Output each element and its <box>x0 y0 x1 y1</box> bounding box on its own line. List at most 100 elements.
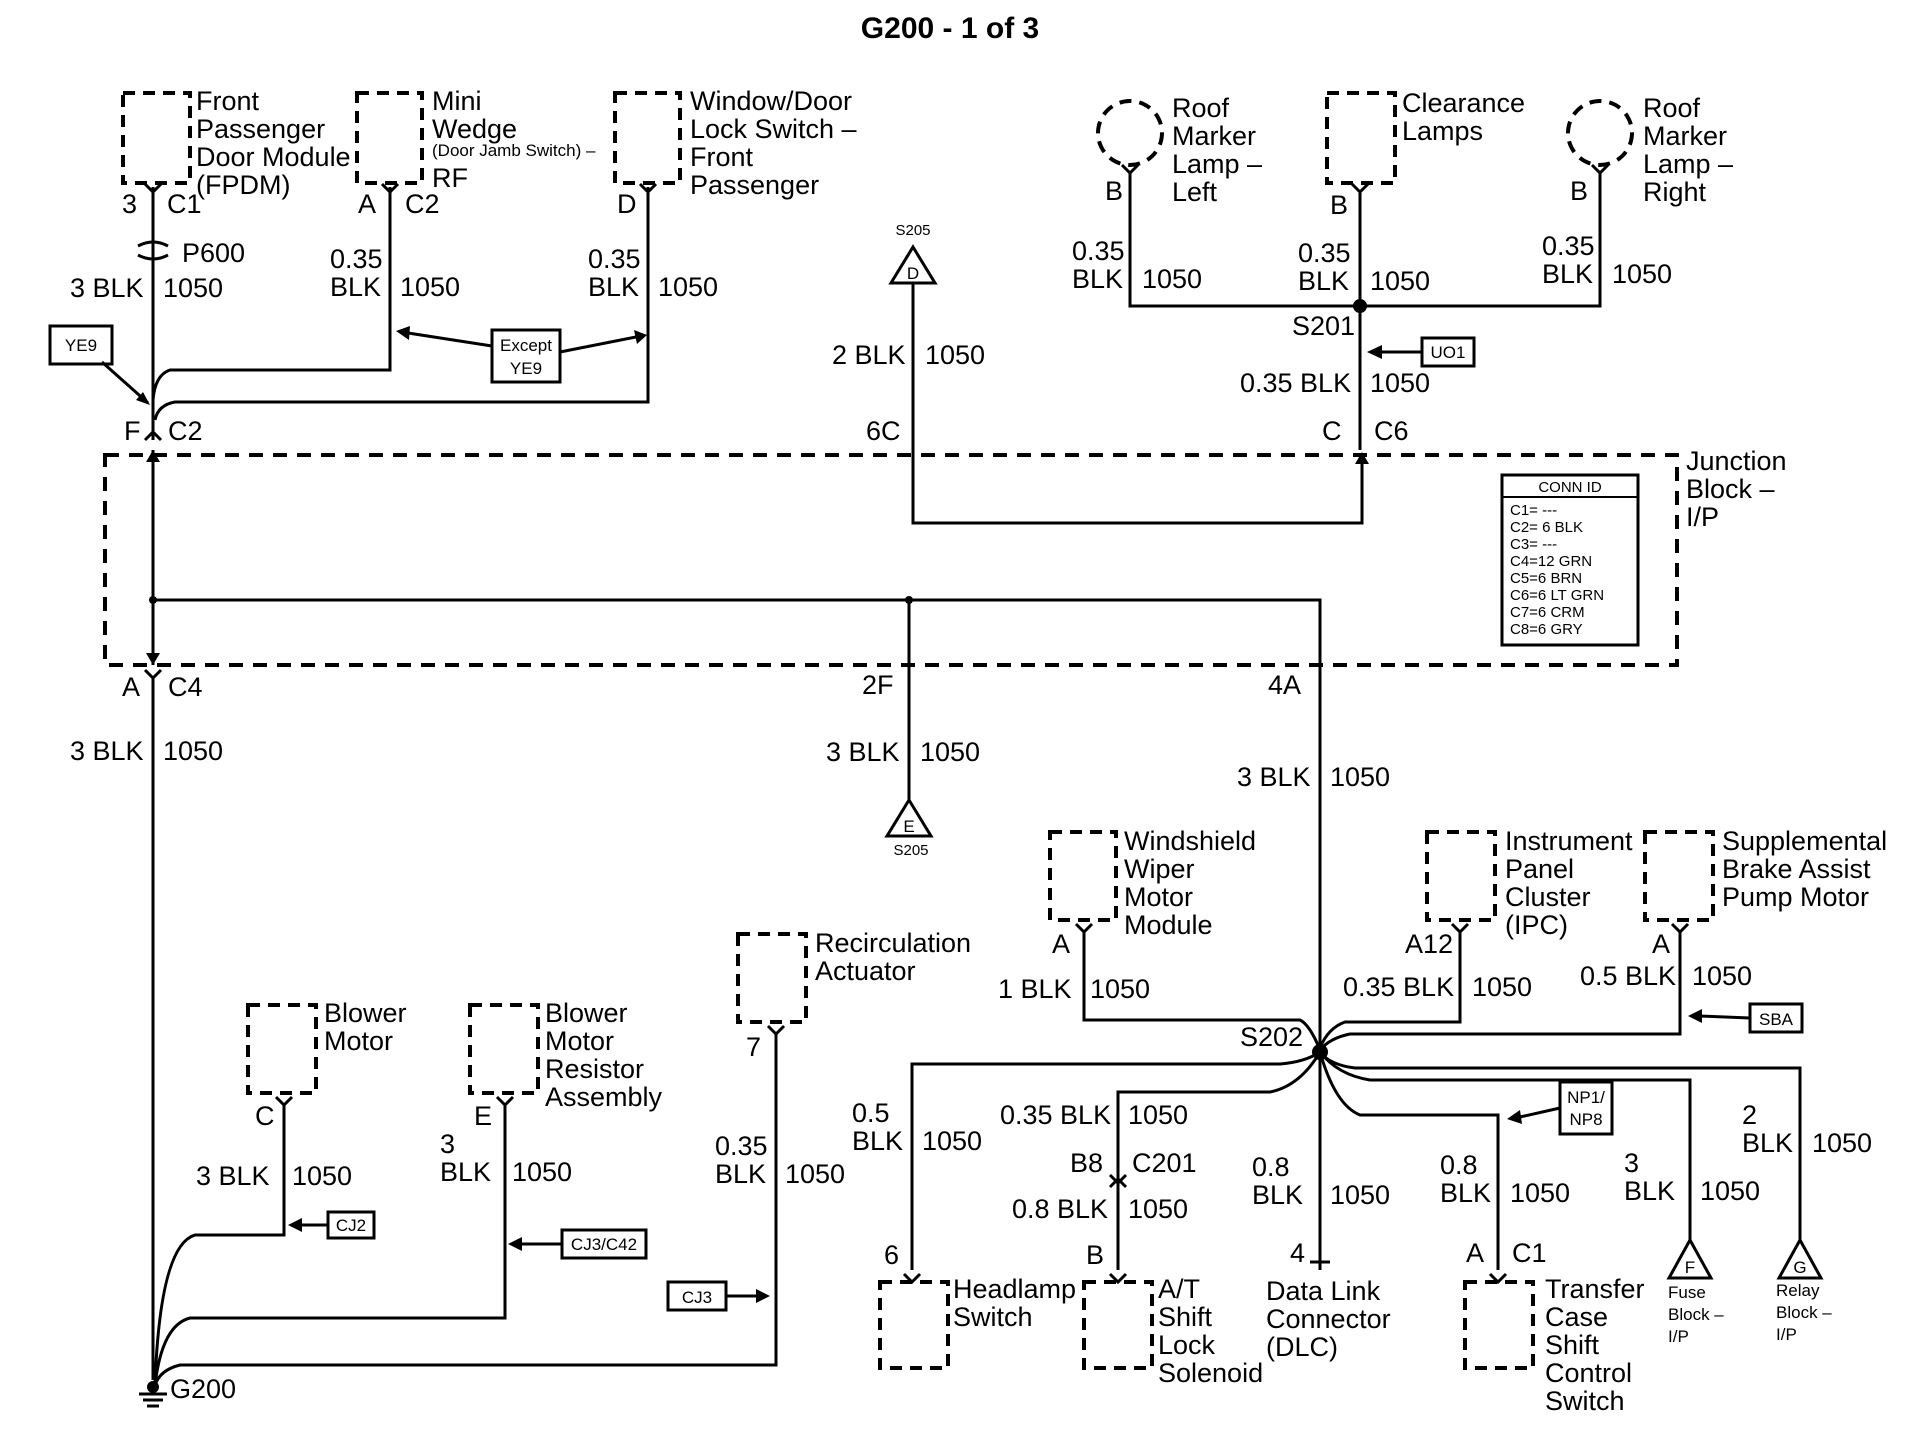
sba-option-label: SBA <box>1759 1010 1794 1029</box>
sba-label-3: Pump Motor <box>1722 882 1869 912</box>
terminal-jb-c2 <box>143 429 163 442</box>
conn-id-row-8: C8=6 GRY <box>1510 621 1583 638</box>
dlc-pin: 4 <box>1290 1238 1305 1268</box>
shift-label-1: A/T <box>1158 1274 1200 1304</box>
junction-label-1: Junction <box>1686 446 1787 476</box>
component-headlamp-switch: Headlamp Switch <box>878 1274 1076 1370</box>
terminal-c201-bottom <box>1108 1176 1128 1189</box>
roof-right-wire-gauge: 0.35 <box>1542 231 1595 261</box>
wiper-label-1: Windshield <box>1124 826 1256 856</box>
component-mini-wedge: Mini Wedge (Door Jamb Switch) – RF A C2 <box>355 86 596 219</box>
terminal-mini-wedge <box>380 182 400 195</box>
transfer-label-5: Switch <box>1545 1386 1625 1416</box>
resistor-label-3: Resistor <box>545 1054 644 1084</box>
option-except-ye9: Except YE9 <box>396 326 647 384</box>
cj3c42-label: CJ3/C42 <box>571 1235 637 1254</box>
headlamp-wire-circuit: 1050 <box>922 1126 982 1156</box>
s205-e-pin: E <box>903 817 914 836</box>
wiper-pin: A <box>1052 929 1070 959</box>
transfer-pin: A <box>1466 1238 1484 1268</box>
np-label-1: NP1/ <box>1567 1088 1605 1107</box>
shift-label-2: Shift <box>1158 1302 1213 1332</box>
roof-left-label-1: Roof <box>1172 93 1230 123</box>
transfer-label-2: Case <box>1545 1302 1608 1332</box>
recirc-wire-gauge: 0.35 <box>715 1131 768 1161</box>
fpdm-label-4: (FPDM) <box>196 170 290 200</box>
transfer-label-3: Shift <box>1545 1330 1600 1360</box>
component-wiper-module: Windshield Wiper Motor Module A <box>1048 826 1256 959</box>
shift-label-3: Lock <box>1158 1330 1216 1360</box>
conn-id-row-6: C6=6 LT GRN <box>1510 587 1604 604</box>
resistor-wire-circuit: 1050 <box>512 1157 572 1187</box>
c201-top-wire-circuit: 1050 <box>1128 1100 1188 1130</box>
shift-lock-pin: B <box>1086 1240 1104 1270</box>
jb-internal-bus <box>153 598 1322 690</box>
fuse-wire-circuit: 1050 <box>1700 1176 1760 1206</box>
component-relay-block: G Relay Block – I/P <box>1776 1236 1832 1344</box>
recirc-label-1: Recirculation <box>815 928 971 958</box>
wedge-wire-gauge: 0.35 <box>330 244 383 274</box>
wiper-label-4: Module <box>1124 910 1213 940</box>
sba-label-1: Supplemental <box>1722 826 1887 856</box>
component-roof-marker-left: Roof Marker Lamp – Left B <box>1096 93 1262 207</box>
recirc-pin: 7 <box>746 1032 761 1062</box>
component-roof-marker-right: Roof Marker Lamp – Right B <box>1566 93 1733 207</box>
s205-d-pin: D <box>907 264 919 283</box>
clearance-label-1: Clearance <box>1402 88 1525 118</box>
conn-id-row-1: C1= --- <box>1510 502 1557 519</box>
splice-s205-e: E S205 <box>884 797 934 859</box>
wire-lock-switch <box>153 187 650 421</box>
component-dlc: Data Link Connector (DLC) <box>1266 1276 1391 1362</box>
dlc-label-1: Data Link <box>1266 1276 1381 1306</box>
jb-arrow-c4 <box>146 653 160 665</box>
jb-connector-c2: C2 <box>168 416 203 446</box>
relay-label-3: I/P <box>1776 1325 1797 1344</box>
jb-arrow-c2 <box>146 450 160 462</box>
blower-label-1: Blower <box>324 998 407 1028</box>
wire-c201 <box>1116 1051 1322 1180</box>
wedge-connector: C2 <box>405 189 440 219</box>
relay-wire-gauge: 2 <box>1742 1100 1757 1130</box>
wire-mini-wedge <box>151 187 392 401</box>
junction-label-3: I/P <box>1686 502 1719 532</box>
fpdm-connector: C1 <box>167 189 202 219</box>
c201-connector: C201 <box>1132 1148 1197 1178</box>
ye9-label: YE9 <box>65 336 97 355</box>
uo1-label: UO1 <box>1431 343 1466 362</box>
wiper-label-3: Motor <box>1124 882 1193 912</box>
transfer-wire-circuit: 1050 <box>1510 1178 1570 1208</box>
s201-wire-circuit: 1050 <box>1370 368 1430 398</box>
fuse-label-3: I/P <box>1668 1327 1689 1346</box>
c201-pin-b8: B8 <box>1070 1148 1103 1178</box>
sba-wire-circuit: 1050 <box>1692 961 1752 991</box>
option-np1-np8: NP1/ NP8 <box>1507 1080 1614 1136</box>
c201-bottom-wire-color: 0.8 BLK <box>1012 1194 1108 1224</box>
component-recirc-actuator: Recirculation Actuator 7 <box>736 928 971 1062</box>
lock-pin: D <box>617 189 637 219</box>
c201-top-wire-color: 0.35 BLK <box>1000 1100 1111 1130</box>
clearance-wire-gauge: 0.35 <box>1298 238 1351 268</box>
fpdm-pin: 3 <box>122 189 137 219</box>
recirc-label-2: Actuator <box>815 956 916 986</box>
ipc-label-3: Cluster <box>1505 882 1591 912</box>
component-blower-motor: Blower Motor C <box>246 998 407 1131</box>
transfer-connector: C1 <box>1512 1238 1547 1268</box>
junction-block <box>103 453 1679 667</box>
lock-label-3: Front <box>690 142 754 172</box>
splice-s201: S201 <box>1292 311 1355 341</box>
wedge-wire-color: BLK <box>330 272 381 302</box>
fuse-pin: F <box>1685 1258 1695 1277</box>
wire-wiper <box>1082 932 1322 1051</box>
relay-label-1: Relay <box>1776 1281 1820 1300</box>
sba-wire-color: 0.5 BLK <box>1580 961 1676 991</box>
conn-id-row-2: C2= 6 BLK <box>1510 519 1583 536</box>
fpdm-label-2: Passenger <box>196 114 325 144</box>
np-label-2: NP8 <box>1569 1110 1602 1129</box>
conn-id-header: CONN ID <box>1538 479 1602 496</box>
clearance-wire-color: BLK <box>1298 266 1349 296</box>
jb-pin-4a: 4A <box>1268 670 1301 700</box>
option-ye9: YE9 <box>48 324 150 405</box>
jb-pin-c: C <box>1322 416 1342 446</box>
except-label-2: YE9 <box>510 359 542 378</box>
blower-wire-circuit: 1050 <box>292 1161 352 1191</box>
